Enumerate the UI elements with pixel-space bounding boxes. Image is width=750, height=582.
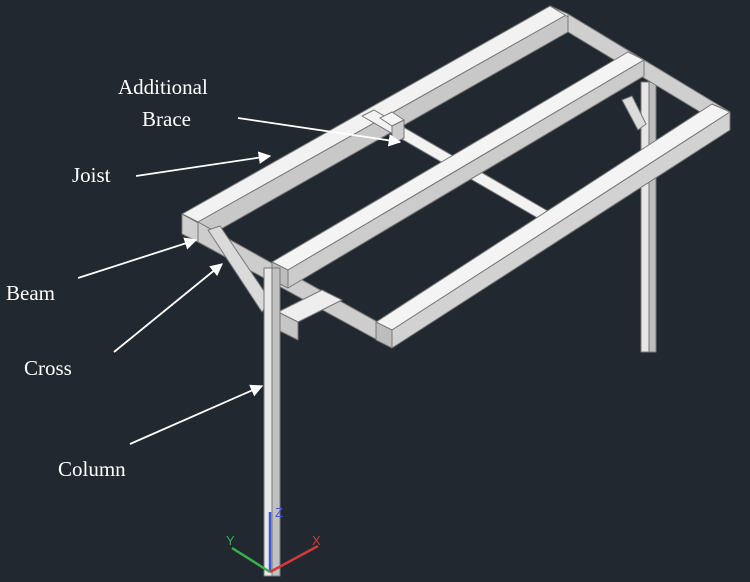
label-cross: Cross (24, 356, 72, 380)
label-beam: Beam (6, 281, 55, 305)
axis-label-y: Y (226, 533, 235, 548)
label-additional-brace-line1: Additional (118, 75, 208, 99)
beam-front (375, 103, 731, 349)
arrow-beam (77, 237, 198, 279)
label-column: Column (58, 457, 126, 481)
ucs-axis-icon (231, 512, 319, 574)
label-additional-brace-line2: Brace (142, 107, 191, 131)
column-left-front (263, 267, 281, 577)
arrow-cross (113, 263, 223, 353)
cross-brace-right (621, 95, 647, 131)
axis-label-x: X (312, 533, 321, 548)
arrow-additional-brace (237, 117, 402, 147)
arrow-joist (135, 151, 272, 177)
label-joist: Joist (72, 163, 111, 187)
axis-label-z: Z (275, 505, 283, 520)
arrow-column (129, 384, 264, 445)
beam-center (271, 51, 645, 289)
